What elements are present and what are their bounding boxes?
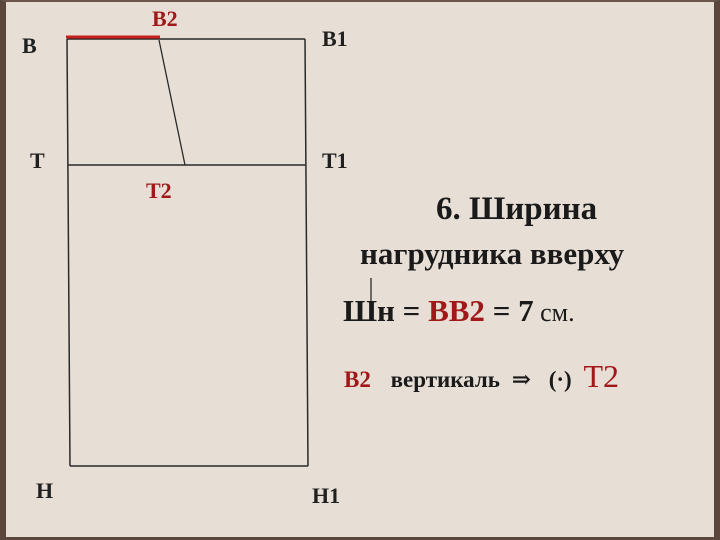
point-t1-label: Т1: [322, 148, 348, 173]
construction-target: Т2: [583, 358, 620, 394]
point-t-label: Т: [30, 148, 45, 173]
formula-segment: ВВ2: [428, 293, 485, 328]
formula-lhs: Шн =: [343, 293, 429, 328]
line-b1-h1: [304, 38, 309, 467]
formula: Шн = ВВ2 = 7 см.: [343, 295, 575, 326]
point-b1-label: В1: [322, 26, 348, 51]
implies-symbol: ⇒: [511, 367, 531, 392]
line-b-h: [66, 38, 71, 467]
point-symbol: (·): [548, 367, 572, 392]
line-b2-t2: [158, 39, 186, 166]
point-t2-label: Т2: [146, 178, 172, 203]
point-b-label: В: [22, 33, 37, 58]
point-h1-label: Н1: [312, 483, 341, 508]
heading-line-1: 6. Ширина: [436, 191, 598, 227]
point-h-label: Н: [36, 478, 54, 503]
heading-line-2: нагрудника вверху: [360, 236, 625, 271]
construction-point: В2: [344, 367, 371, 392]
formula-unit: см.: [533, 298, 575, 327]
formula-equals-value: = 7: [484, 293, 534, 328]
construction-text: вертикаль: [390, 367, 500, 392]
construction-line: В2 вертикаль ⇒ (·) Т2: [344, 360, 619, 392]
point-b2-label: В2: [152, 6, 178, 31]
